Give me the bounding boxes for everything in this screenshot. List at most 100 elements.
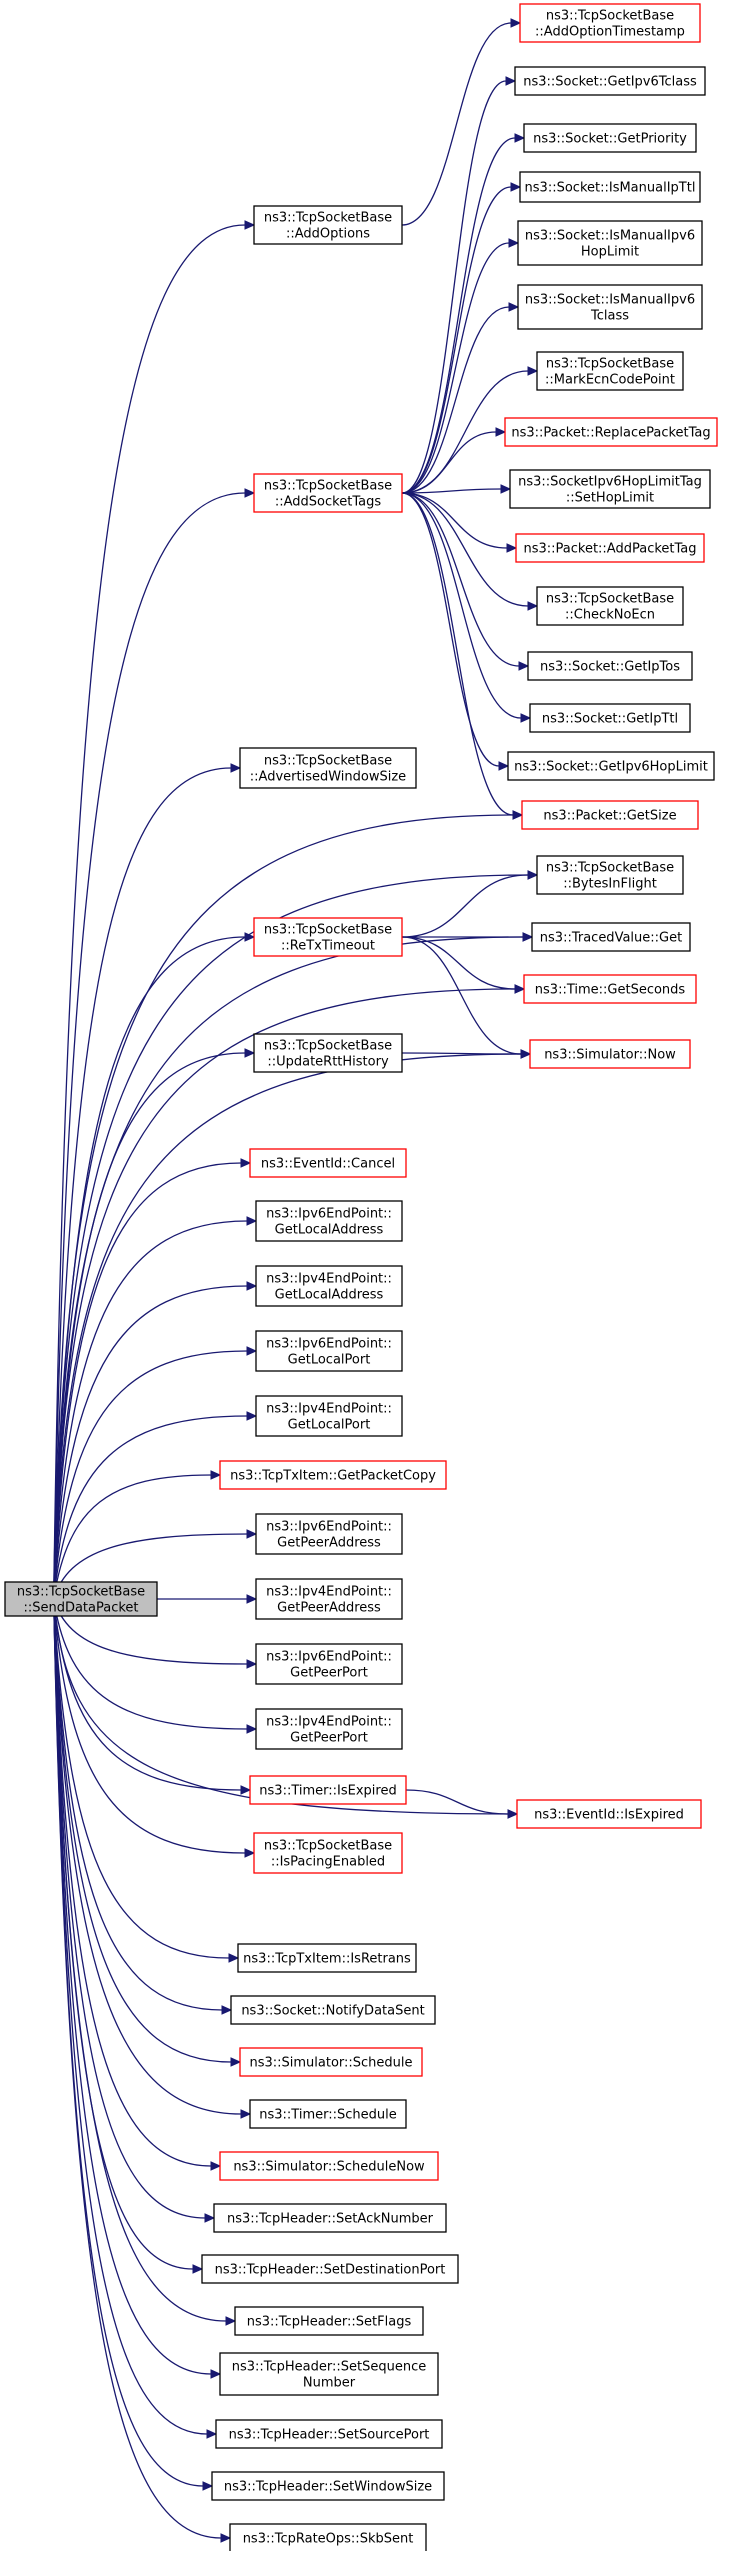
node-SendDataPacket[interactable]: ns3::TcpSocketBase::SendDataPacket xyxy=(4,1581,158,1617)
node-BytesInFlight[interactable]: ns3::TcpSocketBase::BytesInFlight xyxy=(536,855,684,895)
node-label-line: HopLimit xyxy=(581,245,639,260)
node-TimerSchedule[interactable]: ns3::Timer::Schedule xyxy=(249,2099,407,2129)
node-label-line: ns3::Socket::NotifyDataSent xyxy=(241,2004,424,2019)
node-AdvertisedWindowSize[interactable]: ns3::TcpSocketBase::AdvertisedWindowSize xyxy=(239,747,417,789)
edge-AddSocketTags-to-IsManualIpv6HopLimit xyxy=(401,238,520,494)
edge-SendDataPacket-to-Ipv6GetLocalAddress xyxy=(52,1216,258,1600)
node-NotifyDataSent[interactable]: ns3::Socket::NotifyDataSent xyxy=(230,1995,436,2025)
node-GetIpv6HopLimit[interactable]: ns3::Socket::GetIpv6HopLimit xyxy=(507,751,715,781)
node-label-line: ns3::Socket::IsManualIpv6 xyxy=(525,229,695,244)
node-SetAckNumber[interactable]: ns3::TcpHeader::SetAckNumber xyxy=(213,2203,447,2233)
node-Ipv6GetPeerPort[interactable]: ns3::Ipv6EndPoint::GetPeerPort xyxy=(255,1643,403,1685)
node-ReplacePacketTag[interactable]: ns3::Packet::ReplacePacketTag xyxy=(504,417,718,447)
node-label-line: ns3::TcpSocketBase xyxy=(264,211,392,226)
node-SetSourcePort[interactable]: ns3::TcpHeader::SetSourcePort xyxy=(215,2419,443,2449)
edge-AddSocketTags-to-IsManualIpv6Tclass xyxy=(401,302,520,494)
node-IsManualIpTtl[interactable]: ns3::Socket::IsManualIpTtl xyxy=(519,171,701,203)
node-label-line: ns3::TcpSocketBase xyxy=(264,479,392,494)
node-Ipv6GetLocalAddress[interactable]: ns3::Ipv6EndPoint::GetLocalAddress xyxy=(255,1200,403,1242)
node-AddSocketTags[interactable]: ns3::TcpSocketBase::AddSocketTags xyxy=(253,473,403,513)
edge-AddSocketTags-to-IsManualIpTtl xyxy=(401,182,522,494)
node-label-line: ns3::Ipv6EndPoint:: xyxy=(266,1337,392,1352)
node-label-line: GetLocalPort xyxy=(288,1418,371,1433)
node-TracedValueGet[interactable]: ns3::TracedValue::Get xyxy=(531,922,691,952)
node-IsRetrans[interactable]: ns3::TcpTxItem::IsRetrans xyxy=(237,1943,417,1973)
edge-SendDataPacket-to-EventIdCancel xyxy=(52,1158,252,1600)
edge-AddSocketTags-to-GetIpv6Tclass xyxy=(401,76,517,494)
node-label-line: ns3::Ipv6EndPoint:: xyxy=(266,1520,392,1535)
node-AddOptions[interactable]: ns3::TcpSocketBase::AddOptions xyxy=(253,205,403,245)
node-GetSeconds[interactable]: ns3::Time::GetSeconds xyxy=(523,974,697,1004)
node-SetDestinationPort[interactable]: ns3::TcpHeader::SetDestinationPort xyxy=(201,2254,459,2284)
edge-AddSocketTags-to-AddPacketTag xyxy=(401,492,518,553)
node-label-line: ns3::TracedValue::Get xyxy=(540,931,682,946)
node-label-line: GetLocalAddress xyxy=(275,1223,384,1238)
node-label-line: ::SetHopLimit xyxy=(566,491,654,506)
edge-SendDataPacket-to-ReTxTimeout xyxy=(52,932,256,1600)
node-GetIpv6Tclass[interactable]: ns3::Socket::GetIpv6Tclass xyxy=(514,66,706,96)
call-nodes: ns3::TcpSocketBase::SendDataPacketns3::T… xyxy=(4,3,718,2551)
node-GetPacketCopy[interactable]: ns3::TcpTxItem::GetPacketCopy xyxy=(219,1460,447,1490)
node-label-line: ::CheckNoEcn xyxy=(565,608,655,623)
node-GetIpTos[interactable]: ns3::Socket::GetIpTos xyxy=(527,651,693,681)
edge-SendDataPacket-to-TimerIsExpired xyxy=(52,1598,252,1795)
node-GetPriority[interactable]: ns3::Socket::GetPriority xyxy=(523,123,697,153)
node-SetWindowSize[interactable]: ns3::TcpHeader::SetWindowSize xyxy=(211,2471,445,2501)
node-Ipv4GetPeerPort[interactable]: ns3::Ipv4EndPoint::GetPeerPort xyxy=(255,1708,403,1750)
node-CheckNoEcn[interactable]: ns3::TcpSocketBase::CheckNoEcn xyxy=(536,586,684,626)
node-Ipv6GetLocalPort[interactable]: ns3::Ipv6EndPoint::GetLocalPort xyxy=(255,1330,403,1372)
node-label-line: ns3::Simulator::Now xyxy=(544,1048,676,1063)
node-label-line: ::AdvertisedWindowSize xyxy=(250,770,406,785)
node-label-line: GetLocalPort xyxy=(288,1353,371,1368)
node-label-line: ns3::TcpSocketBase xyxy=(546,861,674,876)
node-UpdateRttHistory[interactable]: ns3::TcpSocketBase::UpdateRttHistory xyxy=(253,1033,403,1073)
node-label-line: ns3::TcpHeader::SetSequence xyxy=(232,2360,427,2375)
edge-SendDataPacket-to-SimulatorSchedule xyxy=(52,1598,242,2067)
node-label-line: ns3::TcpTxItem::IsRetrans xyxy=(243,1952,411,1967)
node-label-line: ns3::Time::GetSeconds xyxy=(535,983,686,998)
node-MarkEcnCodePoint[interactable]: ns3::TcpSocketBase::MarkEcnCodePoint xyxy=(536,351,684,391)
node-ReTxTimeout[interactable]: ns3::TcpSocketBase::ReTxTimeout xyxy=(253,917,403,957)
node-label-line: ::AddOptions xyxy=(286,227,370,242)
node-ScheduleNow[interactable]: ns3::Simulator::ScheduleNow xyxy=(219,2151,439,2181)
node-GetSize[interactable]: ns3::Packet::GetSize xyxy=(521,800,699,830)
node-label-line: ::IsPacingEnabled xyxy=(271,1855,385,1870)
edge-SendDataPacket-to-ScheduleNow xyxy=(52,1598,222,2171)
edge-SendDataPacket-to-UpdateRttHistory xyxy=(52,1048,256,1600)
node-Ipv4GetPeerAddress[interactable]: ns3::Ipv4EndPoint::GetPeerAddress xyxy=(255,1578,403,1620)
node-Ipv4GetLocalPort[interactable]: ns3::Ipv4EndPoint::GetLocalPort xyxy=(255,1395,403,1437)
node-SkbSent[interactable]: ns3::TcpRateOps::SkbSent xyxy=(229,2523,427,2551)
node-label-line: GetPeerPort xyxy=(290,1731,368,1746)
node-label-line: ns3::TcpHeader::SetFlags xyxy=(247,2315,412,2330)
node-label-line: ::SendDataPacket xyxy=(23,1601,138,1616)
node-EventIdCancel[interactable]: ns3::EventId::Cancel xyxy=(249,1148,407,1178)
node-label-line: ns3::TcpSocketBase xyxy=(546,357,674,372)
node-IsPacingEnabled[interactable]: ns3::TcpSocketBase::IsPacingEnabled xyxy=(253,1832,403,1874)
edge-SendDataPacket-to-Ipv6GetLocalPort xyxy=(52,1346,258,1600)
node-AddPacketTag[interactable]: ns3::Packet::AddPacketTag xyxy=(515,533,705,563)
node-SetHopLimit[interactable]: ns3::SocketIpv6HopLimitTag::SetHopLimit xyxy=(509,469,711,509)
node-Ipv6GetPeerAddress[interactable]: ns3::Ipv6EndPoint::GetPeerAddress xyxy=(255,1513,403,1555)
node-TimerIsExpired[interactable]: ns3::Timer::IsExpired xyxy=(249,1775,407,1805)
node-SetFlags[interactable]: ns3::TcpHeader::SetFlags xyxy=(234,2306,424,2336)
node-AddOptionTimestamp[interactable]: ns3::TcpSocketBase::AddOptionTimestamp xyxy=(519,3,701,43)
node-Ipv4GetLocalAddress[interactable]: ns3::Ipv4EndPoint::GetLocalAddress xyxy=(255,1265,403,1307)
edge-AddSocketTags-to-ReplacePacketTag xyxy=(401,427,507,494)
node-EventIdIsExpired[interactable]: ns3::EventId::IsExpired xyxy=(516,1799,702,1829)
node-label-line: ns3::EventId::Cancel xyxy=(261,1157,395,1172)
edge-SendDataPacket-to-Ipv4GetPeerPort xyxy=(52,1598,258,1734)
node-label-line: ns3::Socket::GetIpTtl xyxy=(542,712,678,727)
node-SimulatorNow[interactable]: ns3::Simulator::Now xyxy=(529,1039,691,1069)
edge-SendDataPacket-to-NotifyDataSent xyxy=(52,1598,233,2015)
node-SimulatorSchedule[interactable]: ns3::Simulator::Schedule xyxy=(239,2047,423,2077)
edge-SendDataPacket-to-TimerSchedule xyxy=(52,1598,252,2119)
node-GetIpTtl[interactable]: ns3::Socket::GetIpTtl xyxy=(529,703,691,733)
edge-SendDataPacket-to-Ipv4GetLocalAddress xyxy=(52,1281,258,1600)
node-label-line: GetLocalAddress xyxy=(275,1288,384,1303)
node-label-line: ns3::Socket::GetIpv6Tclass xyxy=(523,75,697,90)
node-label-line: ns3::TcpHeader::SetAckNumber xyxy=(227,2212,434,2227)
